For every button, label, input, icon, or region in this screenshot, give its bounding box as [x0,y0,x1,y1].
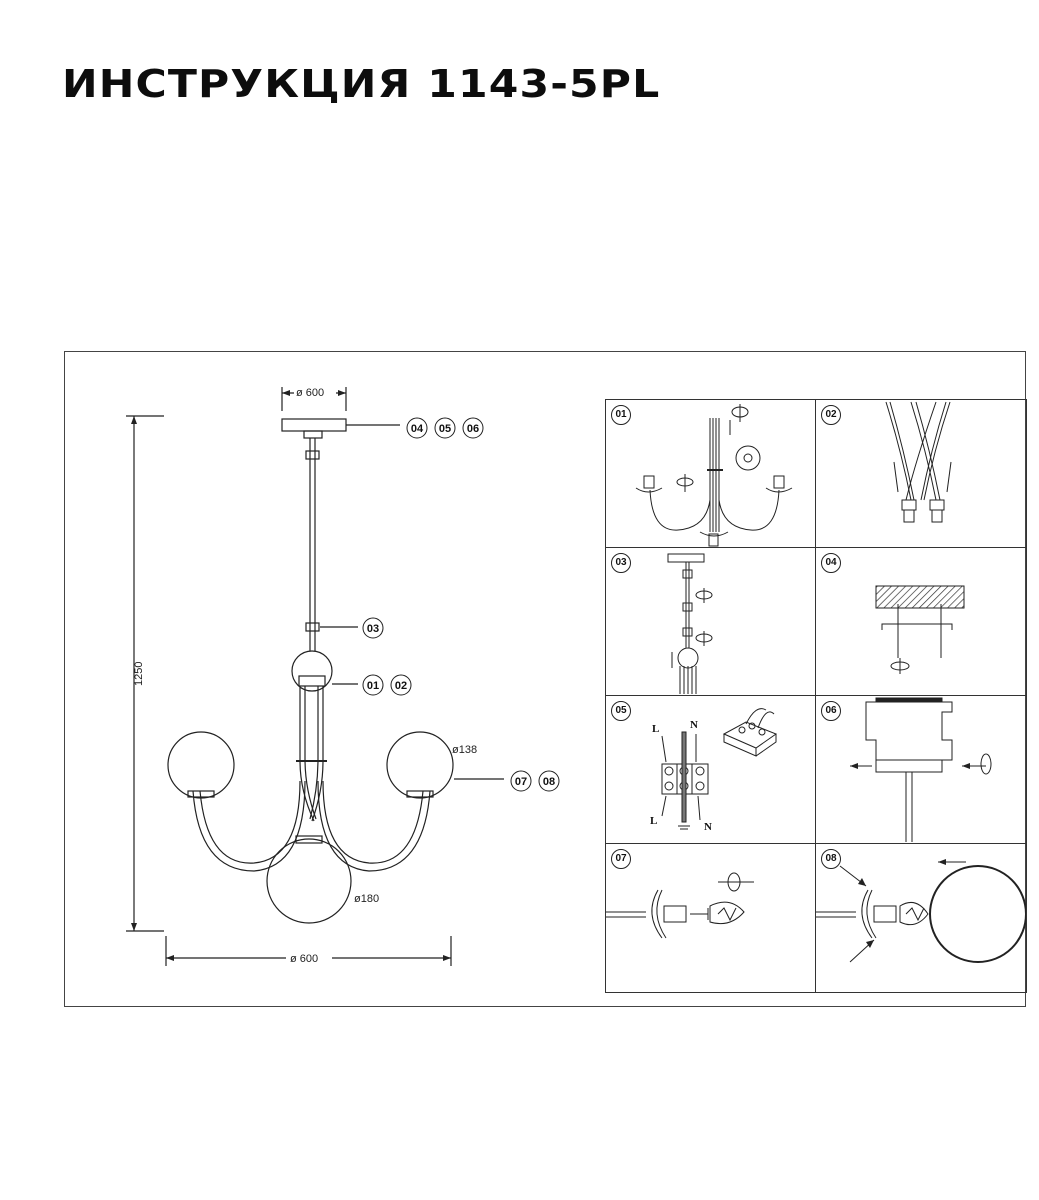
chandelier-drawing: ø 600 1250 ø138 ø180 ø 600 04 05 06 03 0… [126,385,560,966]
callout-05: 05 [439,423,451,435]
canopy-diameter-label: ø 600 [296,387,324,399]
callout-01: 01 [367,680,379,692]
left-shade [167,731,235,799]
step-08: 08 [816,844,1026,992]
step-number: 05 [611,701,631,721]
width-label: ø 600 [290,953,318,965]
small-shade-diameter-label: ø138 [452,744,477,756]
bottom-shade [266,838,352,924]
body-sphere [291,650,333,692]
step-number: 08 [821,849,841,869]
step-number: 06 [821,701,841,721]
callout-02: 02 [395,680,407,692]
step-number: 01 [611,405,631,425]
step-01: 01 [606,400,816,548]
canopy-plate [281,418,347,432]
right-shade [386,731,454,799]
step-05-illustration: L N L N [650,708,778,833]
callout-04: 04 [411,423,424,435]
step-08-illustration [816,859,1026,963]
step-number: 07 [611,849,631,869]
step-number: 02 [821,405,841,425]
step-04: 04 [816,548,1026,696]
step-03: 03 [606,548,816,696]
wire-label-l-top: L [652,723,659,735]
wire-label-l-bottom: L [650,815,657,827]
callout-07: 07 [515,776,527,788]
step-03-illustration [667,553,713,694]
step-04-illustration [875,585,965,674]
callout-06: 06 [467,423,479,435]
step-07: 07 [606,844,816,992]
drawing-frame [64,351,1026,1007]
step-07-illustration [606,872,754,939]
step-02-illustration [885,401,952,523]
callout-03: 03 [367,623,379,635]
callout-08: 08 [543,776,555,788]
wire-label-n-bottom: N [704,821,712,833]
large-shade-diameter-label: ø180 [354,893,379,905]
step-number: 03 [611,553,631,573]
height-label: 1250 [133,662,145,686]
step-01-illustration [635,404,793,547]
step-06-illustration [850,697,992,842]
step-02: 02 [816,400,1026,548]
wire-label-n-top: N [690,719,698,731]
step-number: 04 [821,553,841,573]
step-05: 05 L N L N [606,696,816,844]
page-title: ИНСТРУКЦИЯ 1143-5PL [62,62,661,106]
step-06: 06 [816,696,1026,844]
assembly-steps-grid: 01 02 [605,399,1027,993]
